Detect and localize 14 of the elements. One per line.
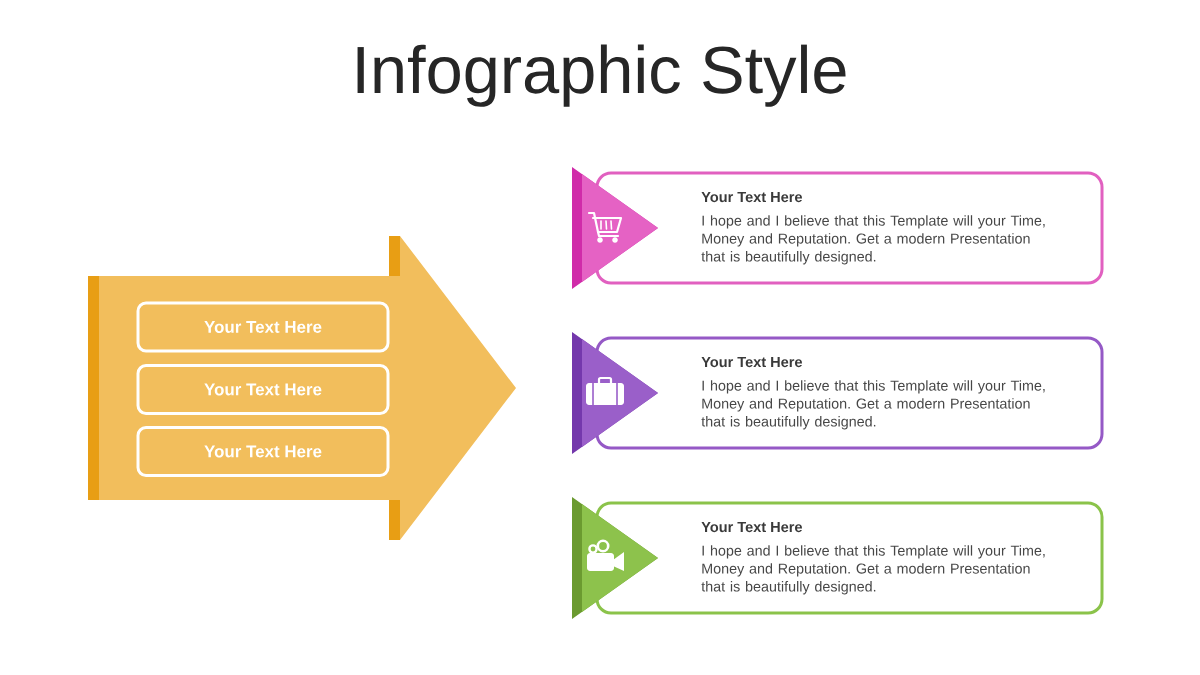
text-card (572, 167, 1104, 289)
text-card (572, 497, 1104, 619)
card-heading: Your Text Here (701, 357, 802, 368)
title: Infographic Style (357, 44, 846, 107)
block-arrow (88, 236, 516, 540)
card-text: I hope and I believe that this Template will your Time, Money and Reputation. Get a modern Presentation that is beautifully designed. (701, 215, 1045, 265)
card-text: I hope and I believe that this Template will your Time, Money and Reputation. Get a modern Presentation that is beautifully designed. (701, 545, 1045, 595)
text-card (572, 332, 1104, 454)
text-box: Your Text Here (136, 426, 390, 477)
card-heading: Your Text Here (701, 522, 802, 533)
card-text: I hope and I believe that this Template will your Time, Money and Reputation. Get a modern Presentation that is beautifully designed. (701, 380, 1045, 430)
text-box: Your Text Here (136, 301, 390, 353)
text-box: Your Text Here (136, 364, 390, 415)
card-heading: Your Text Here (701, 192, 802, 203)
